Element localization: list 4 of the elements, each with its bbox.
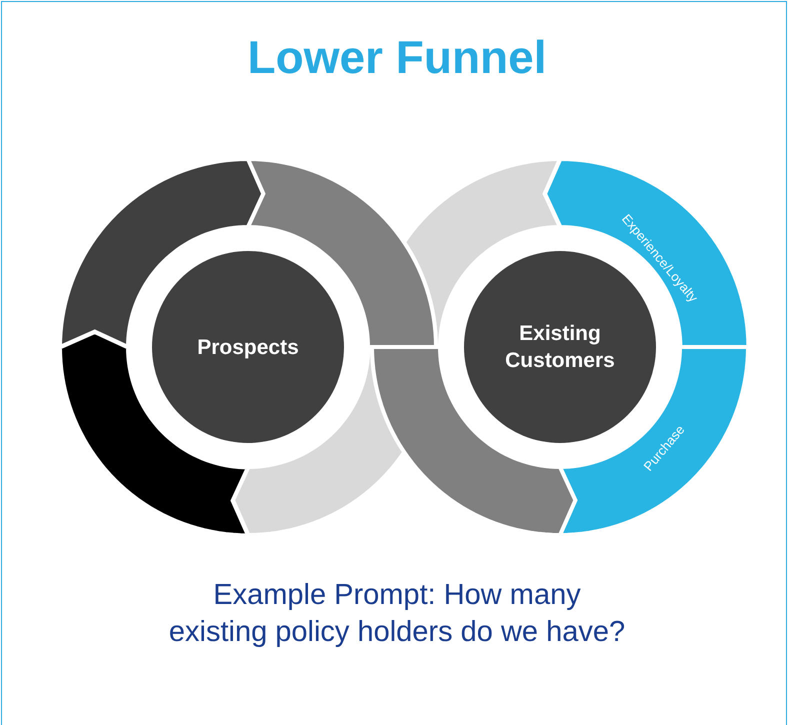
stage-label: Prospects — [197, 334, 299, 360]
title: Lower Funnel — [246, 30, 548, 84]
caption: Example Prompt: How many existing policy holders do we have? — [168, 578, 626, 650]
stage-label: Existing Customers — [504, 321, 616, 374]
